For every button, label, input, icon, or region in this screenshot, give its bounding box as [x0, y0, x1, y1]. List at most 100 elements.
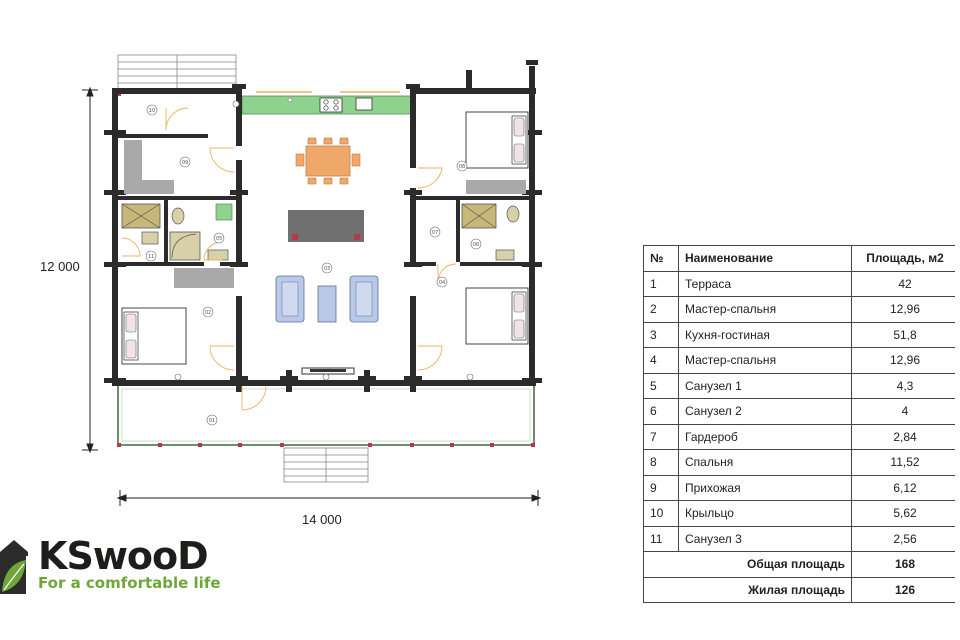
dimension-height: 12 000 — [40, 259, 80, 274]
room-marker-04: 04 — [436, 276, 448, 288]
row-name: Спальня — [678, 449, 852, 476]
row-num: 8 — [643, 449, 679, 476]
doors — [121, 107, 457, 411]
row-name: Санузел 2 — [678, 398, 852, 425]
row-area: 51,8 — [851, 321, 959, 348]
bathroom-left — [121, 203, 233, 261]
row-area: 4 — [851, 398, 959, 425]
kitchen-counter — [241, 95, 413, 115]
walls — [112, 66, 536, 386]
fixtures — [174, 97, 474, 381]
svg-text:08: 08 — [459, 164, 465, 170]
logo-title: KSwooD — [38, 534, 209, 578]
row-area: 6,12 — [851, 474, 959, 501]
svg-text:11: 11 — [148, 254, 154, 260]
living-label: Жилая площадь — [643, 576, 852, 603]
row-num: 5 — [643, 372, 679, 399]
dimension-lines — [82, 86, 542, 506]
dimension-width: 14 000 — [302, 512, 342, 527]
room-marker-06: 06 — [470, 238, 482, 250]
room-marker-11: 11 — [145, 250, 157, 262]
room-labels: 01 02 03 04 05 06 07 08 09 10 11 — [145, 104, 482, 426]
row-name: Прихожая — [678, 474, 852, 501]
svg-text:02: 02 — [205, 310, 211, 316]
porch-top — [117, 54, 237, 91]
header-num: № — [643, 245, 679, 272]
row-num: 7 — [643, 423, 679, 450]
bed-left — [121, 307, 187, 365]
svg-text:07: 07 — [432, 230, 438, 236]
svg-text:03: 03 — [324, 266, 330, 272]
row-name: Мастер-спальня — [678, 296, 852, 323]
row-num: 2 — [643, 296, 679, 323]
row-name: Крыльцо — [678, 500, 852, 527]
row-name: Терраса — [678, 270, 852, 297]
row-num: 10 — [643, 500, 679, 527]
sofa-left — [275, 275, 305, 323]
svg-text:10: 10 — [149, 108, 155, 114]
svg-text:09: 09 — [182, 160, 188, 166]
row-area: 11,52 — [851, 449, 959, 476]
row-name: Санузел 1 — [678, 372, 852, 399]
total-label: Общая площадь — [643, 551, 852, 578]
bathroom-right — [461, 203, 520, 261]
bed-top-right — [465, 111, 529, 169]
room-marker-08: 08 — [456, 160, 468, 172]
row-name: Санузел 3 — [678, 525, 852, 552]
room-marker-02: 02 — [202, 306, 214, 318]
closet-right — [466, 180, 526, 194]
header-name: Наименование — [678, 245, 852, 272]
row-num: 11 — [643, 525, 679, 552]
room-marker-10: 10 — [146, 104, 158, 116]
svg-text:04: 04 — [439, 280, 445, 286]
row-name: Мастер-спальня — [678, 347, 852, 374]
living-row: Жилая площадь 126 — [643, 576, 959, 603]
svg-text:06: 06 — [473, 242, 479, 248]
row-num: 3 — [643, 321, 679, 348]
house-leaf-icon — [0, 540, 28, 594]
room-marker-07: 07 — [429, 226, 441, 238]
room-marker-01: 01 — [206, 414, 218, 426]
room-marker-05: 05 — [213, 232, 225, 244]
row-num: 6 — [643, 398, 679, 425]
tv-stand — [301, 367, 355, 375]
dining-table — [295, 137, 361, 185]
hallway-wardrobe — [124, 140, 174, 194]
table-edge-mask — [955, 240, 960, 610]
stairs-bottom — [283, 447, 369, 483]
sofa-right — [349, 275, 379, 323]
logo-tagline: For a comfortable life — [38, 574, 221, 592]
row-area: 5,62 — [851, 500, 959, 527]
closet-left-bedroom — [174, 268, 234, 288]
brand-logo: KSwooD For a comfortable life — [0, 530, 240, 630]
row-num: 9 — [643, 474, 679, 501]
row-area: 12,96 — [851, 296, 959, 323]
row-num: 1 — [643, 270, 679, 297]
kitchen-island — [288, 210, 364, 242]
living-value: 126 — [851, 576, 959, 603]
row-area: 12,96 — [851, 347, 959, 374]
row-area: 2,56 — [851, 525, 959, 552]
coffee-table — [317, 285, 337, 323]
row-name: Гардероб — [678, 423, 852, 450]
row-area: 4,3 — [851, 372, 959, 399]
wall-crosses — [104, 60, 542, 392]
room-marker-03: 03 — [321, 262, 333, 274]
total-row: Общая площадь 168 — [643, 551, 959, 578]
row-name: Кухня-гостиная — [678, 321, 852, 348]
table-header-row: № Наименование Площадь, м2 — [643, 245, 959, 272]
total-value: 168 — [851, 551, 959, 578]
bed-right — [465, 287, 529, 345]
